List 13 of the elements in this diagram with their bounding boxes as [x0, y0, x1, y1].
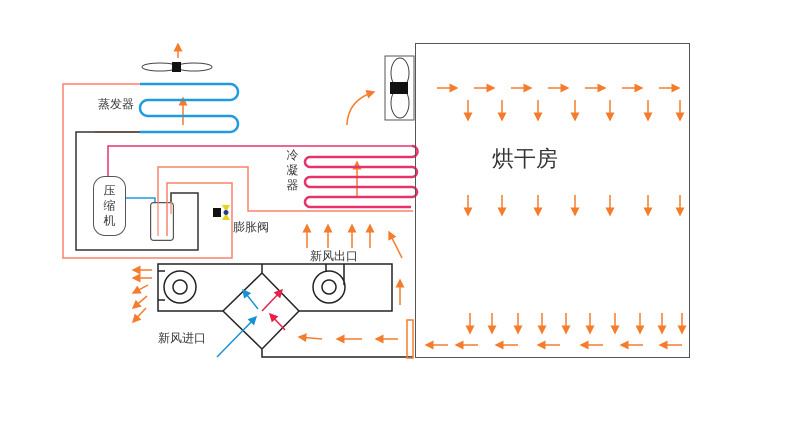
compressor: [93, 176, 126, 236]
component-label: 新风进口: [158, 332, 206, 346]
component-label: 压缩机: [102, 184, 116, 228]
pipe: [107, 145, 283, 176]
pipe: [157, 166, 283, 212]
drying-room: [415, 43, 690, 358]
pipe: [126, 197, 156, 202]
component-label: 烘干房: [492, 146, 558, 174]
pipe: [62, 83, 233, 259]
component-label: 膨胀阀: [233, 221, 269, 235]
component-label: 新风出口: [310, 250, 358, 264]
component-label: 蒸发器: [98, 96, 134, 113]
pipe: [75, 131, 199, 251]
